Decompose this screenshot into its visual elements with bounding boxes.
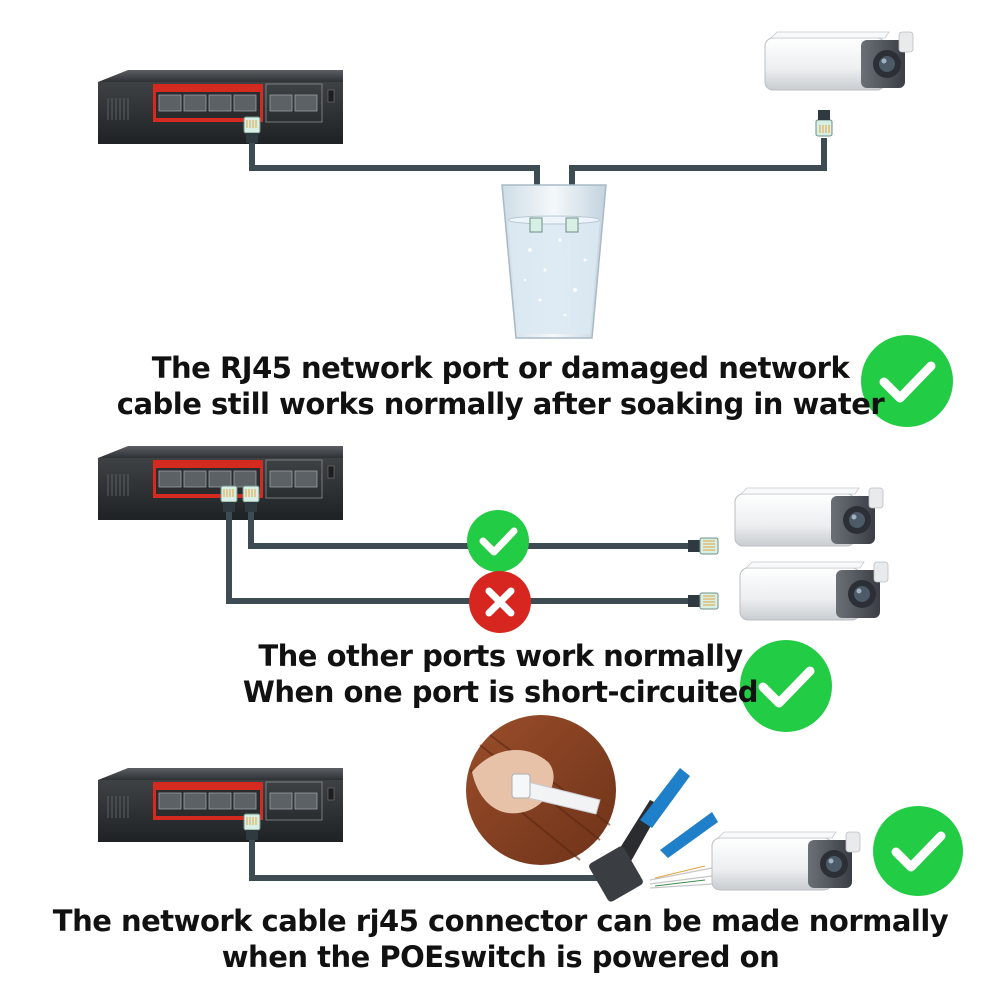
rj45-plug-switch bbox=[243, 116, 261, 144]
poe-switch-middle bbox=[97, 445, 344, 521]
cable-switch-to-glass bbox=[249, 143, 540, 218]
hand-crimp-photo bbox=[466, 715, 616, 865]
poe-switch-top bbox=[97, 69, 344, 145]
caption-crimp-line2: when the POEswitch is powered on bbox=[221, 940, 780, 974]
cable-glass-to-camera bbox=[569, 138, 827, 218]
check-circle-icon bbox=[873, 806, 963, 896]
rj45-plug-bad bbox=[220, 485, 238, 513]
check-circle-icon bbox=[861, 335, 953, 427]
cross-circle-icon bbox=[469, 571, 531, 633]
cable-bad-link bbox=[226, 512, 690, 604]
section-short-circuit bbox=[97, 445, 889, 732]
caption-water-line1: The RJ45 network port or damaged network bbox=[151, 351, 850, 385]
caption-water-line2: cable still works normally after soaking… bbox=[116, 387, 885, 421]
check-circle-icon bbox=[467, 510, 529, 572]
rj45-plug-switch-bottom bbox=[243, 813, 261, 841]
camera-bottom bbox=[711, 831, 861, 891]
caption-short-circuit-line1: The other ports work normally bbox=[258, 639, 743, 673]
caption-crimp: The network cable rj45 connector can be … bbox=[0, 903, 1001, 975]
rj45-plug-camera-2 bbox=[687, 592, 719, 610]
camera-middle-1 bbox=[734, 487, 884, 547]
water-glass bbox=[501, 184, 607, 339]
caption-crimp-line1: The network cable rj45 connector can be … bbox=[52, 904, 949, 938]
cable-switch-to-tool bbox=[249, 840, 640, 881]
caption-short-circuit-line2: When one port is short-circuited bbox=[242, 675, 759, 709]
poe-switch-bottom bbox=[97, 767, 344, 843]
caption-water: The RJ45 network port or damaged network… bbox=[0, 350, 1001, 422]
check-circle-icon bbox=[740, 640, 832, 732]
section-water bbox=[97, 31, 953, 427]
cable-good-link bbox=[248, 512, 690, 549]
rj45-plug-camera bbox=[815, 109, 833, 137]
crimping-tool bbox=[589, 768, 718, 902]
caption-short-circuit: The other ports work normally When one p… bbox=[0, 638, 1001, 710]
rj45-plug-camera-1 bbox=[687, 537, 719, 555]
camera-middle-2 bbox=[739, 561, 889, 621]
rj45-plug-good bbox=[242, 485, 260, 513]
section-crimp bbox=[97, 715, 963, 902]
camera-top bbox=[764, 31, 914, 91]
